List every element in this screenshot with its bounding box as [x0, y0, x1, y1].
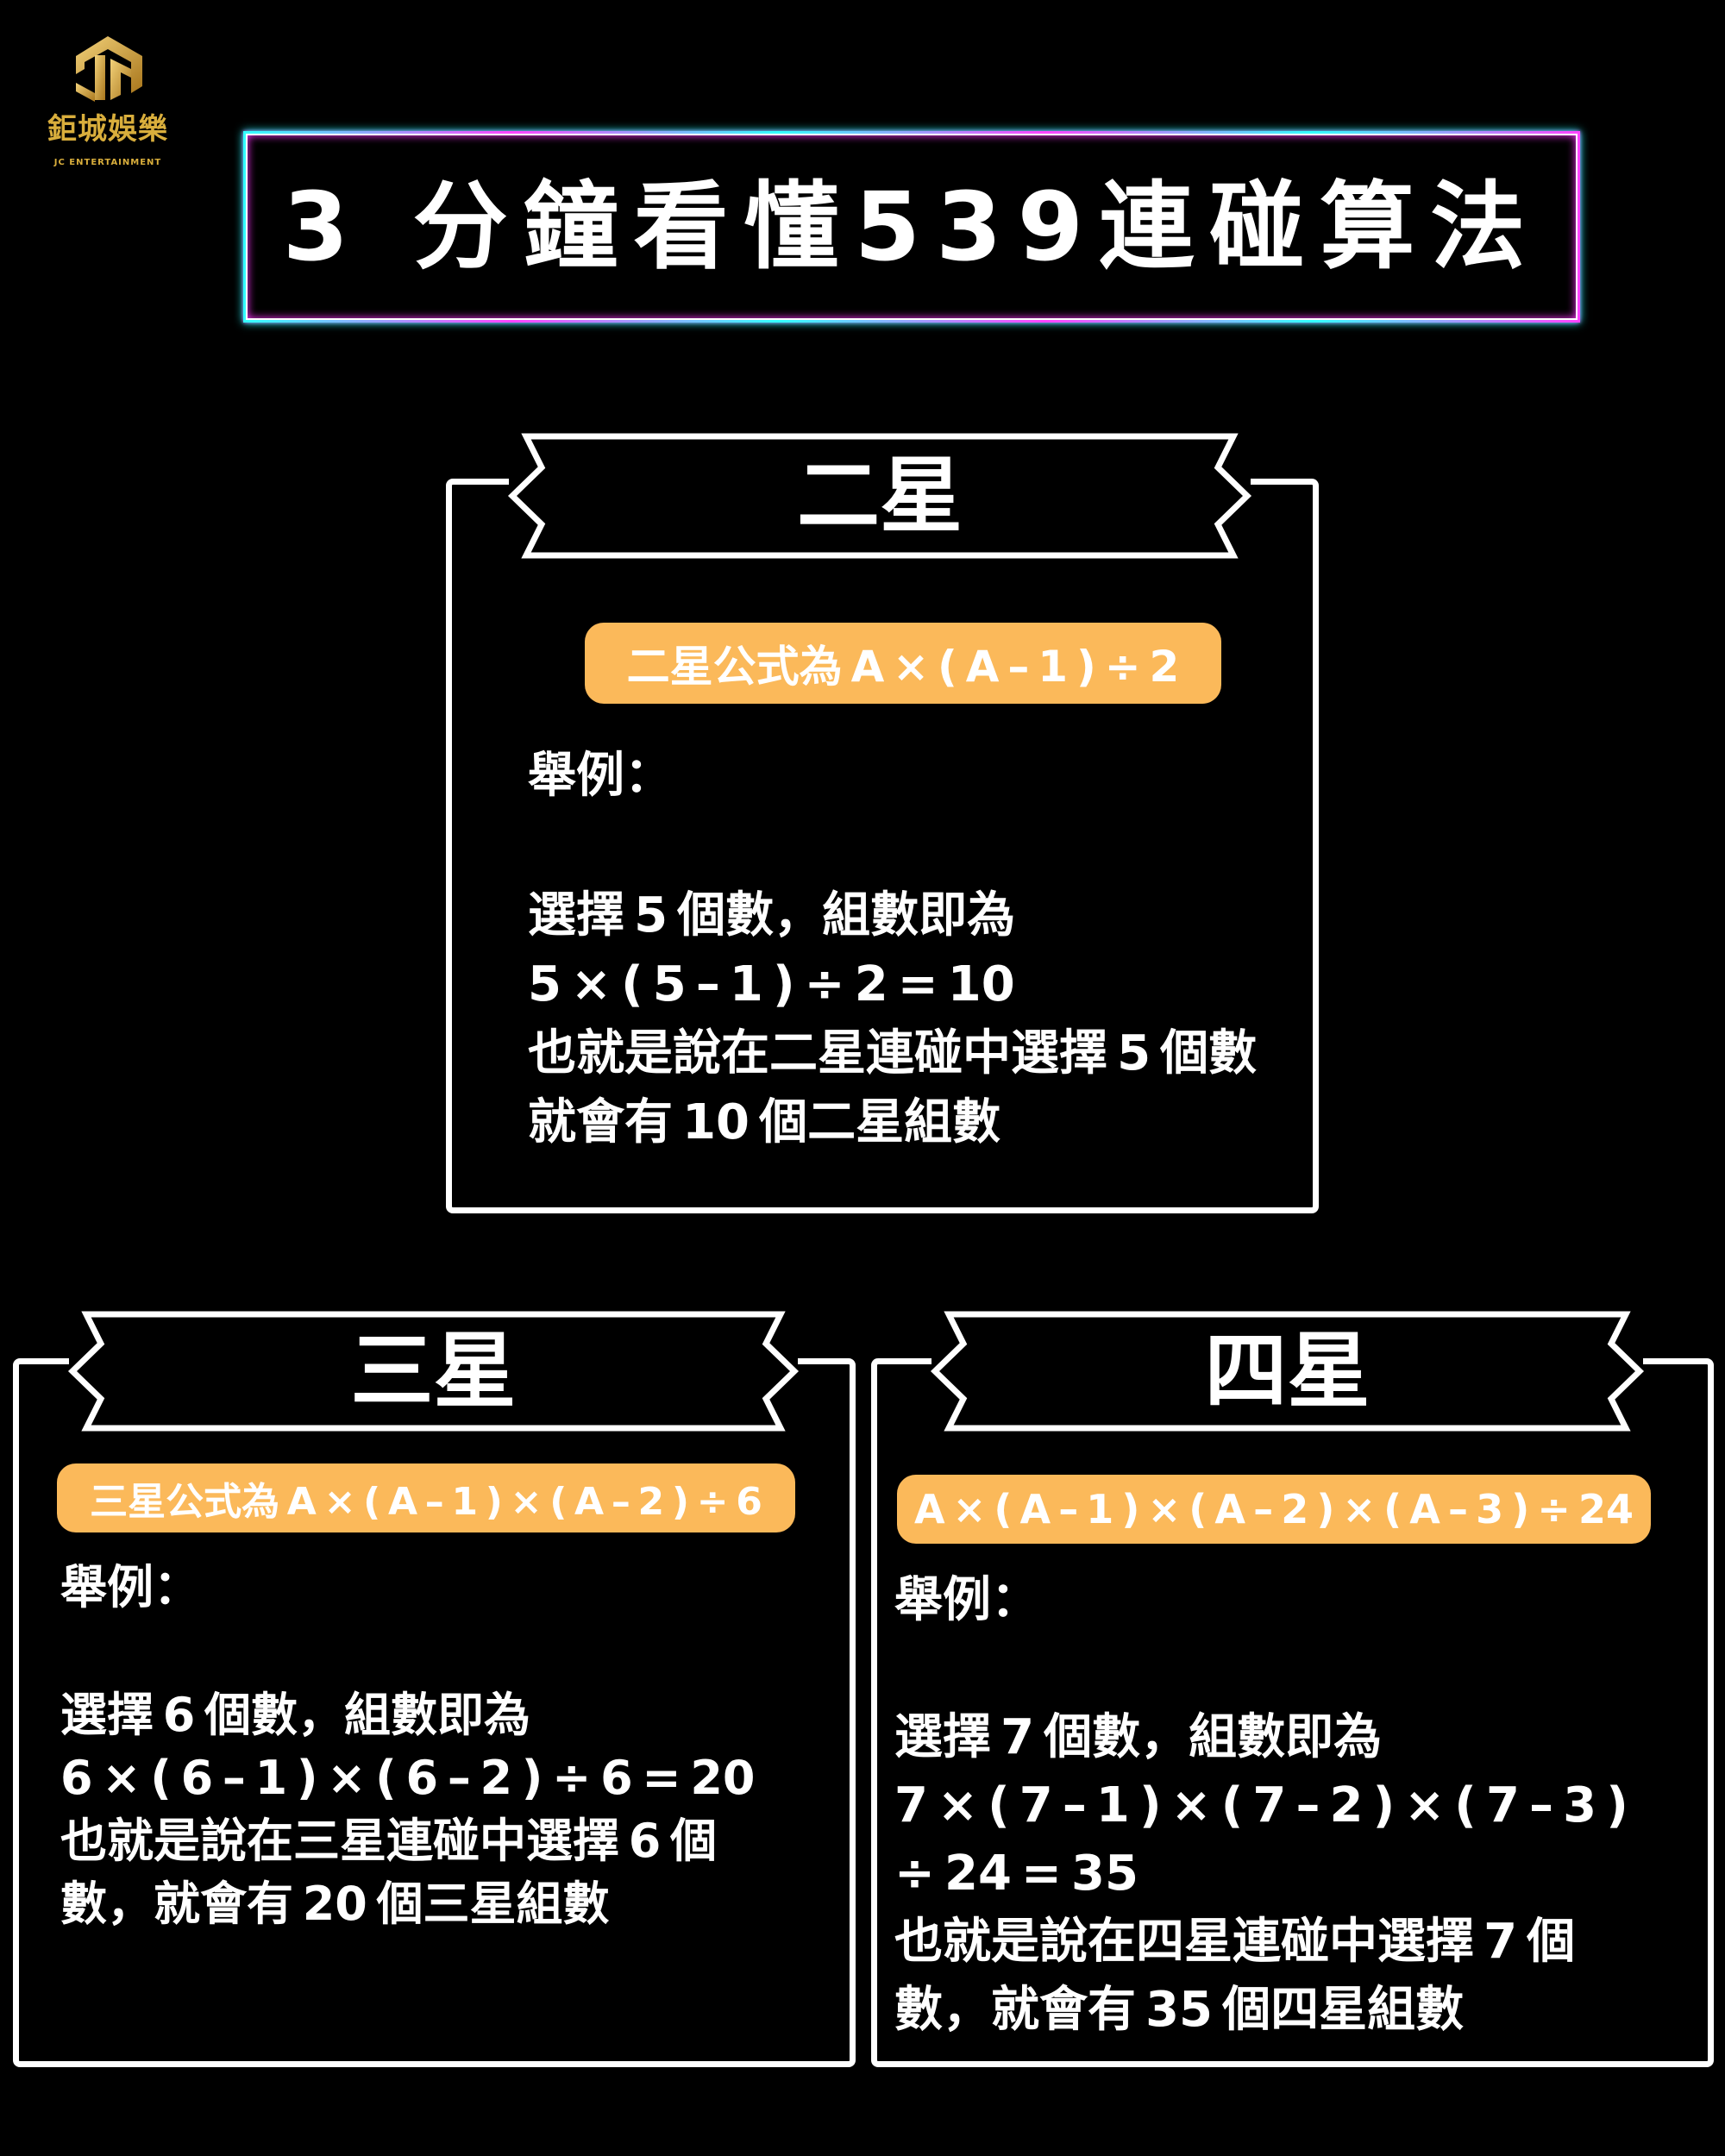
- example-line: 5 × ( 5 – 1 ) ÷ 2 = 10: [528, 956, 1015, 1012]
- four-star-example: 選擇 7 個數，組數即為 7 × ( 7 – 1 ) × ( 7 – 2 ) ×…: [894, 1703, 1701, 2044]
- three-star-example-label: 舉例：: [60, 1560, 200, 1614]
- four-star-banner: 四星: [930, 1311, 1645, 1432]
- two-star-formula: 二星公式為 A × ( A – 1 ) ÷ 2: [585, 623, 1221, 704]
- four-star-formula: A × ( A – 1 ) × ( A – 2 ) × ( A – 3 ) ÷ …: [897, 1475, 1651, 1544]
- example-line: 也就是說在三星連碰中選擇 6 個: [60, 1814, 717, 1868]
- example-line: 數，就會有 35 個四星組數: [894, 1982, 1465, 2038]
- example-line: 選擇 5 個數，組數即為: [528, 887, 1016, 943]
- logo-subtitle: JC ENTERTAINMENT: [53, 158, 162, 167]
- two-star-heading: 二星: [797, 448, 963, 544]
- example-line: 也就是說在四星連碰中選擇 7 個: [894, 1914, 1576, 1970]
- page-title: 3 分鐘看懂539連碰算法: [282, 172, 1541, 282]
- two-star-example: 選擇 5 個數，組數即為 5 × ( 5 – 1 ) ÷ 2 = 10 也就是說…: [528, 881, 1304, 1157]
- three-star-example: 選擇 6 個數，組數即為 6 × ( 6 – 1 ) × ( 6 – 2 ) ÷…: [60, 1683, 837, 1935]
- two-star-banner: 二星: [507, 433, 1252, 559]
- three-star-formula: 三星公式為 A × ( A – 1 ) × ( A – 2 ) ÷ 6: [57, 1463, 795, 1532]
- example-line: ÷ 24 = 35: [894, 1846, 1138, 1902]
- four-star-heading: 四星: [1204, 1323, 1371, 1420]
- logo-name: 鉅城娛樂: [47, 112, 168, 147]
- jc-logo-icon: [76, 36, 142, 102]
- example-line: 就會有 10 個二星組數: [528, 1094, 1001, 1150]
- four-star-example-label: 舉例：: [894, 1572, 1039, 1628]
- example-line: 選擇 6 個數，組數即為: [60, 1688, 530, 1742]
- title-frame: 3 分鐘看懂539連碰算法: [243, 131, 1580, 323]
- two-star-example-label: 舉例：: [528, 748, 673, 804]
- three-star-banner: 三星: [67, 1311, 800, 1432]
- example-line: 7 × ( 7 – 1 ) × ( 7 – 2 ) × ( 7 – 3 ): [894, 1777, 1628, 1833]
- three-star-heading: 三星: [350, 1323, 517, 1420]
- brand-logo: 鉅城娛樂 JC ENTERTAINMENT: [34, 34, 181, 181]
- example-line: 選擇 7 個數，組數即為: [894, 1709, 1383, 1765]
- example-line: 數，就會有 20 個三星組數: [60, 1877, 610, 1931]
- example-line: 6 × ( 6 – 1 ) × ( 6 – 2 ) ÷ 6 = 20: [60, 1751, 756, 1805]
- example-line: 也就是說在二星連碰中選擇 5 個數: [528, 1025, 1258, 1081]
